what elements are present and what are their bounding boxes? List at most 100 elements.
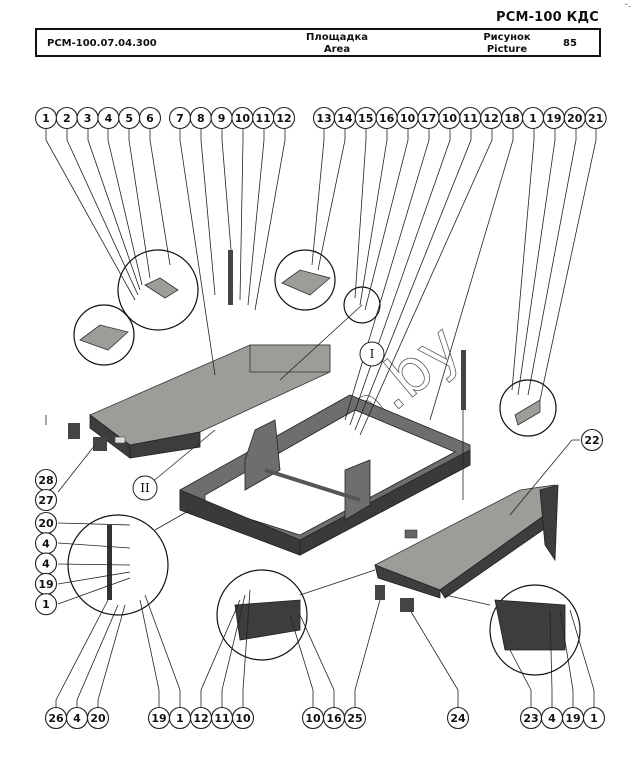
callout-label: 10 [235, 112, 251, 125]
detail-circle-hinge [67, 514, 169, 616]
bracket-part-28 [68, 423, 80, 439]
callout-label: 4 [105, 112, 113, 125]
callout-top_right-11: 19 [542, 106, 565, 130]
callout-top_middle-1: 8 [189, 106, 212, 130]
callout-bottom_left-2: 20 [86, 706, 110, 730]
rod-part-2 [461, 350, 466, 410]
callout-label: 7 [176, 112, 184, 125]
document-code: РСМ-100 КДС [495, 10, 599, 25]
callout-label: 15 [358, 112, 373, 125]
detail-circle-corner [499, 379, 557, 437]
callout-top_right-7: 11 [459, 106, 482, 130]
part-number: РСМ-100.07.04.300 [47, 38, 157, 49]
bracket-part-24 [400, 598, 414, 612]
callout-left_side-0: 28 [34, 468, 58, 492]
callout-label: 26 [48, 712, 64, 725]
callout-bottom_center-2: 25 [343, 706, 367, 730]
callout-top_right-13: 21 [584, 106, 607, 130]
callout-label: 1 [176, 712, 184, 725]
picture-label-ru: Рисунок [483, 32, 531, 43]
callout-label: 6 [146, 112, 154, 125]
callout-top_left-1: 2 [55, 106, 78, 130]
view-label-II-text: II [140, 481, 150, 495]
callout-top_right-10: 1 [521, 106, 545, 130]
callout-label: 16 [326, 712, 342, 725]
callout-label: 8 [197, 112, 205, 125]
callout-bottom_right-3: 1 [582, 706, 606, 730]
view-label-I-text: I [370, 347, 375, 361]
callout-label: 21 [588, 112, 603, 125]
callout-top_right-9: 18 [501, 106, 524, 130]
callout-left_side-2: 20 [34, 511, 58, 535]
callout-bottom_middle-0: 19 [147, 706, 171, 730]
callout-label: 12 [484, 112, 499, 125]
corner-mark: “– [624, 3, 631, 10]
callout-label: 1 [42, 112, 50, 125]
callout-label: 1 [529, 112, 537, 125]
callout-label: 25 [347, 712, 362, 725]
callout-label: 17 [421, 112, 436, 125]
callout-bottom_center-1: 16 [322, 706, 346, 730]
callout-bottom_middle-3: 11 [210, 706, 234, 730]
detail-circle-plate-right [274, 249, 336, 311]
part-name-ru: Площадка [306, 32, 368, 43]
callout-top_left-0: 1 [34, 106, 58, 130]
callout-label: 20 [38, 517, 54, 530]
callout-bottom_middle-4: 10 [231, 706, 255, 730]
callout-top_left-3: 4 [97, 106, 120, 130]
callout-top_right-12: 20 [563, 106, 586, 130]
callout-label: 28 [38, 474, 53, 487]
callout-label: 2 [63, 112, 71, 125]
callout-right_single-null: 22 [580, 428, 604, 452]
detail-circle-edge [489, 584, 581, 676]
callout-bottom_center-0: 10 [301, 706, 325, 730]
right-platform [374, 484, 559, 599]
callout-label: 18 [504, 112, 519, 125]
picture-label-en: Picture [486, 44, 528, 55]
callout-bottom_left-1: 4 [65, 706, 89, 730]
leader-lines [45, 129, 597, 708]
callout-label: 23 [523, 712, 538, 725]
callout-top_left-5: 6 [138, 106, 162, 130]
callout-label: 5 [125, 112, 133, 125]
callout-label: 14 [337, 112, 353, 125]
callout-label: 27 [38, 494, 53, 507]
callout-label: 9 [218, 112, 226, 125]
callout-top_right-6: 10 [438, 106, 461, 130]
rod-part [228, 250, 233, 305]
callout-label: 11 [214, 712, 229, 725]
callout-top_right-2: 15 [354, 106, 377, 130]
callout-label: 11 [463, 112, 478, 125]
view-label-II: II [132, 475, 158, 501]
callout-bottom_single-null: 24 [446, 706, 470, 730]
callout-label: 1 [590, 712, 598, 725]
callout-top_right-8: 12 [480, 106, 503, 130]
callout-label: 11 [256, 112, 271, 125]
callout-label: 3 [84, 112, 92, 125]
detail-circle-side [216, 569, 308, 661]
callout-top_middle-4: 11 [252, 106, 275, 130]
bracket-part-25 [375, 585, 385, 600]
callout-label: 10 [442, 112, 458, 125]
part-name-en: Area [323, 44, 351, 55]
callout-label: 4 [548, 712, 556, 725]
callout-label: 19 [151, 712, 166, 725]
callout-label: 4 [42, 537, 50, 550]
detail-circle-plate-left [73, 304, 135, 366]
callout-label: 10 [305, 712, 321, 725]
frame [179, 394, 471, 556]
left-platform [89, 344, 331, 459]
callout-label: 4 [42, 558, 50, 571]
callout-bottom_middle-1: 1 [168, 706, 192, 730]
callout-bottom_right-2: 19 [561, 706, 585, 730]
callout-top_right-0: 13 [312, 106, 336, 130]
callout-top_left-4: 5 [118, 106, 141, 130]
callout-bottom_right-0: 23 [519, 706, 543, 730]
callout-top_right-3: 16 [375, 106, 398, 130]
callout-top_right-4: 10 [396, 106, 419, 130]
callout-label: 12 [276, 112, 291, 125]
bracket-part-27 [93, 437, 107, 451]
callout-label: 24 [450, 712, 466, 725]
callout-top_middle-2: 9 [210, 106, 233, 130]
callout-label: 20 [90, 712, 106, 725]
